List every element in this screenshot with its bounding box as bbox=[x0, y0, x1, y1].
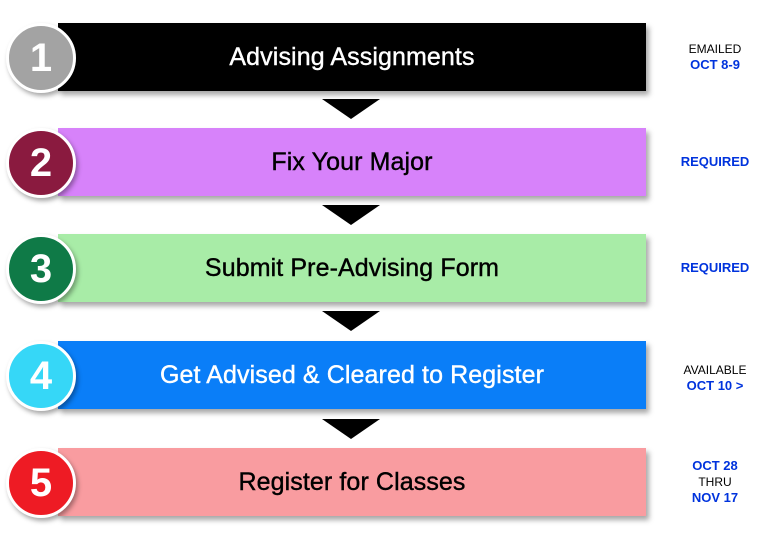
step-4-note-line-1: AVAILABLE bbox=[683, 363, 747, 377]
step-5-note-line-1: OCT 28 bbox=[692, 458, 738, 473]
flow-arrow-4 bbox=[322, 419, 380, 439]
step-5-label: Register for Classes bbox=[238, 467, 466, 496]
step-3-note-line-1: REQUIRED bbox=[680, 260, 750, 275]
step-2-note-line-1: REQUIRED bbox=[680, 154, 750, 169]
step-1-bar: Advising Assignments bbox=[58, 23, 646, 91]
step-5-number-badge: 5 bbox=[6, 448, 76, 518]
step-1-note-line-1: EMAILED bbox=[688, 42, 742, 56]
step-1-label: Advising Assignments bbox=[229, 42, 475, 71]
step-3-number-badge: 3 bbox=[6, 234, 76, 304]
flow-arrow-2 bbox=[322, 205, 380, 225]
step-1-number-badge: 1 bbox=[6, 23, 76, 93]
step-1-note: EMAILED OCT 8-9 bbox=[660, 41, 770, 73]
step-3-note: REQUIRED bbox=[660, 260, 770, 276]
step-5-note-line-3: NOV 17 bbox=[691, 490, 739, 505]
step-5-note-line-2: THRU bbox=[698, 475, 732, 489]
step-4-label: Get Advised & Cleared to Register bbox=[159, 360, 545, 389]
step-4-note-line-2: OCT 10 > bbox=[686, 378, 744, 393]
step-3-label: Submit Pre-Advising Form bbox=[204, 253, 500, 282]
step-2-number-badge: 2 bbox=[6, 128, 76, 198]
step-2-label: Fix Your Major bbox=[271, 147, 433, 176]
step-2-bar: Fix Your Major bbox=[58, 128, 646, 196]
step-4-bar: Get Advised & Cleared to Register bbox=[58, 341, 646, 409]
step-5-note: OCT 28 THRU NOV 17 bbox=[660, 458, 770, 506]
step-5-bar: Register for Classes bbox=[58, 448, 646, 516]
step-2-note: REQUIRED bbox=[660, 154, 770, 170]
flow-arrow-1 bbox=[322, 99, 380, 119]
step-3-bar: Submit Pre-Advising Form bbox=[58, 234, 646, 302]
flow-arrow-3 bbox=[322, 311, 380, 331]
step-1-note-line-2: OCT 8-9 bbox=[690, 57, 740, 72]
step-4-number-badge: 4 bbox=[6, 341, 76, 411]
step-4-note: AVAILABLE OCT 10 > bbox=[660, 362, 770, 394]
